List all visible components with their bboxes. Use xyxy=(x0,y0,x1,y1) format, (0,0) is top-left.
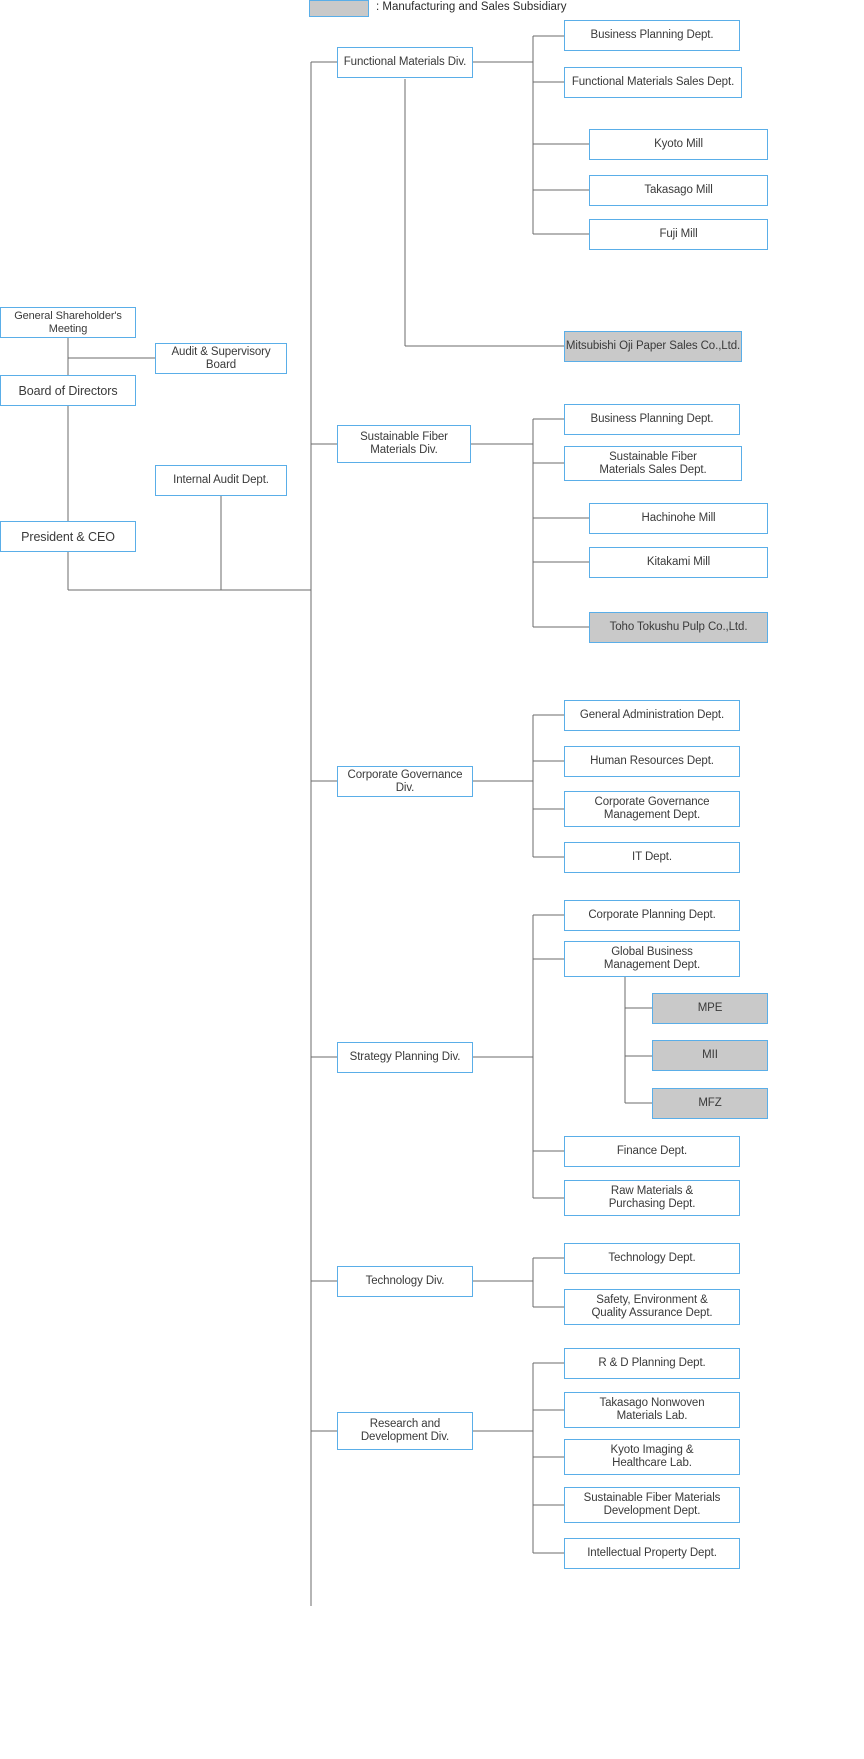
node-human-resources-dept[interactable]: Human Resources Dept. xyxy=(564,746,740,777)
node-division-sustainable-fiber-materials[interactable]: Sustainable Fiber Materials Div. xyxy=(337,425,471,463)
node-kyoto-mill[interactable]: Kyoto Mill xyxy=(589,129,768,160)
node-sustainable-fiber-materials-development-dept[interactable]: Sustainable Fiber Materials Development … xyxy=(564,1487,740,1523)
node-division-technology[interactable]: Technology Div. xyxy=(337,1266,473,1297)
node-division-research-development[interactable]: Research and Development Div. xyxy=(337,1412,473,1450)
node-sustainable-fiber-materials-sales-dept[interactable]: Sustainable Fiber Materials Sales Dept. xyxy=(564,446,742,481)
node-global-business-management-dept[interactable]: Global Business Management Dept. xyxy=(564,941,740,977)
node-finance-dept[interactable]: Finance Dept. xyxy=(564,1136,740,1167)
node-business-planning-dept-fm[interactable]: Business Planning Dept. xyxy=(564,20,740,51)
node-division-functional-materials[interactable]: Functional Materials Div. xyxy=(337,47,473,78)
node-general-shareholders-meeting[interactable]: General Shareholder's Meeting xyxy=(0,307,136,338)
node-board-of-directors[interactable]: Board of Directors xyxy=(0,375,136,406)
node-mfz[interactable]: MFZ xyxy=(652,1088,768,1119)
node-rd-planning-dept[interactable]: R & D Planning Dept. xyxy=(564,1348,740,1379)
node-safety-environment-quality-assurance-dept[interactable]: Safety, Environment & Quality Assurance … xyxy=(564,1289,740,1325)
node-fuji-mill[interactable]: Fuji Mill xyxy=(589,219,768,250)
node-technology-dept[interactable]: Technology Dept. xyxy=(564,1243,740,1274)
node-toho-tokushu-pulp[interactable]: Toho Tokushu Pulp Co.,Ltd. xyxy=(589,612,768,643)
node-internal-audit-dept[interactable]: Internal Audit Dept. xyxy=(155,465,287,496)
subsidiary-legend-swatch xyxy=(309,0,369,17)
node-kitakami-mill[interactable]: Kitakami Mill xyxy=(589,547,768,578)
node-kyoto-imaging-healthcare-lab[interactable]: Kyoto Imaging & Healthcare Lab. xyxy=(564,1439,740,1475)
node-it-dept[interactable]: IT Dept. xyxy=(564,842,740,873)
node-audit-supervisory-board[interactable]: Audit & Supervisory Board xyxy=(155,343,287,374)
node-raw-materials-purchasing-dept[interactable]: Raw Materials & Purchasing Dept. xyxy=(564,1180,740,1216)
node-corporate-governance-management-dept[interactable]: Corporate Governance Management Dept. xyxy=(564,791,740,827)
node-division-corporate-governance[interactable]: Corporate Governance Div. xyxy=(337,766,473,797)
node-business-planning-dept-sfm[interactable]: Business Planning Dept. xyxy=(564,404,740,435)
node-mpe[interactable]: MPE xyxy=(652,993,768,1024)
node-mitsubishi-oji-paper-sales[interactable]: Mitsubishi Oji Paper Sales Co.,Ltd. xyxy=(564,331,742,362)
node-takasago-mill[interactable]: Takasago Mill xyxy=(589,175,768,206)
node-hachinohe-mill[interactable]: Hachinohe Mill xyxy=(589,503,768,534)
node-corporate-planning-dept[interactable]: Corporate Planning Dept. xyxy=(564,900,740,931)
node-mii[interactable]: MII xyxy=(652,1040,768,1071)
node-functional-materials-sales-dept[interactable]: Functional Materials Sales Dept. xyxy=(564,67,742,98)
subsidiary-legend-label: : Manufacturing and Sales Subsidiary xyxy=(376,1,567,13)
node-division-strategy-planning[interactable]: Strategy Planning Div. xyxy=(337,1042,473,1073)
node-intellectual-property-dept[interactable]: Intellectual Property Dept. xyxy=(564,1538,740,1569)
node-general-administration-dept[interactable]: General Administration Dept. xyxy=(564,700,740,731)
node-takasago-nonwoven-materials-lab[interactable]: Takasago Nonwoven Materials Lab. xyxy=(564,1392,740,1428)
node-president-ceo[interactable]: President & CEO xyxy=(0,521,136,552)
